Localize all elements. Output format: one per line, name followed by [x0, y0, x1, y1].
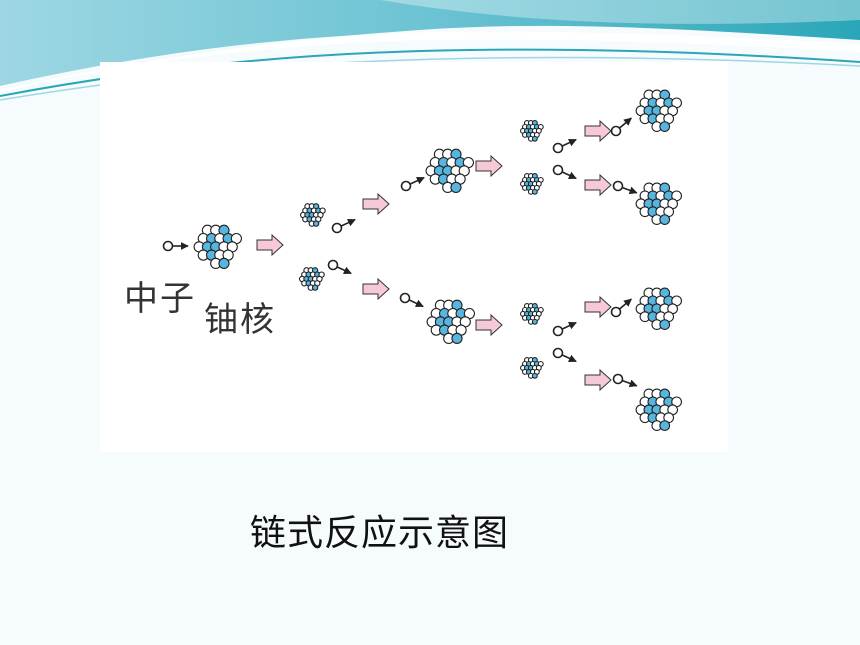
neutron-arrow-icon	[552, 321, 577, 337]
uranium-nucleus-icon	[635, 388, 682, 431]
diagram-caption: 链式反应示意图	[250, 513, 510, 554]
uranium-nucleus-icon	[635, 182, 682, 225]
uranium-nucleus-icon	[635, 89, 682, 132]
chain-reaction-diagram	[162, 89, 682, 431]
uranium-nucleus-label: 铀核	[204, 300, 276, 340]
uranium-nucleus-icon	[425, 148, 475, 194]
neutron-icon	[162, 240, 189, 252]
neutron-arrow-icon	[552, 138, 577, 154]
neutron-icon	[612, 373, 638, 388]
uranium-nucleus-icon	[426, 299, 476, 345]
uranium-nucleus-icon	[635, 287, 682, 330]
neutron-icon	[610, 298, 632, 318]
fission-fragment-icon	[520, 356, 544, 379]
fission-fragment-icon	[298, 267, 325, 291]
neutron-label: 中子	[124, 279, 196, 319]
process-arrow-icon	[584, 173, 612, 197]
neutron-arrow-icon	[552, 164, 577, 180]
neutron-arrow-icon	[552, 347, 577, 363]
process-arrow-icon	[362, 277, 390, 301]
process-arrow-icon	[584, 119, 612, 143]
neutron-icon	[612, 180, 638, 195]
fission-fragment-icon	[520, 172, 544, 195]
process-arrow-icon	[475, 154, 503, 178]
process-arrow-icon	[475, 313, 503, 337]
process-arrow-icon	[584, 368, 612, 392]
process-arrow-icon	[362, 192, 390, 216]
fission-fragment-icon	[520, 119, 544, 142]
neutron-arrow-icon	[331, 218, 356, 234]
uranium-nucleus-icon	[193, 224, 243, 270]
fission-fragment-icon	[520, 302, 544, 325]
process-arrow-icon	[256, 233, 284, 257]
neutron-icon	[399, 292, 424, 308]
neutron-icon	[400, 176, 425, 192]
fission-fragment-icon	[299, 203, 326, 227]
process-arrow-icon	[584, 295, 612, 319]
neutron-arrow-icon	[327, 259, 352, 275]
neutron-icon	[610, 117, 632, 137]
